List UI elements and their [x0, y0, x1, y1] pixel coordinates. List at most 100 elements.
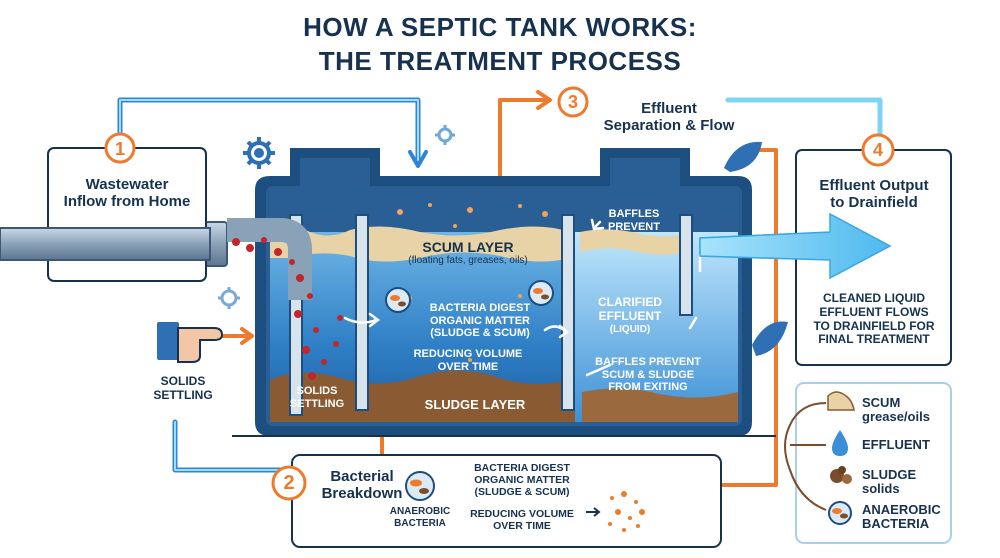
step-badge-2 — [271, 465, 307, 501]
drainfield-note: CLEANED LIQUID EFFLUENT FLOWS TO DRAINFI… — [800, 291, 948, 347]
title-line-2: THE TREATMENT PROCESS — [318, 46, 682, 76]
drainfield-note-line-2: EFFLUENT FLOWS — [819, 304, 929, 319]
step-1-label-line-2: Inflow from Home — [63, 193, 191, 211]
solids-settling-label: SOLIDS SETTLING — [143, 374, 223, 403]
tank-solids-line-1: SOLIDS — [296, 385, 338, 397]
tank-reducing-line-2: OVER TIME — [437, 360, 499, 373]
step-badge-3 — [557, 86, 589, 118]
bacteria-bubbles — [385, 280, 554, 313]
anaerobic-line-2: BACTERIA — [394, 517, 446, 529]
legend-sludge-label: SLUDGE solids — [862, 468, 916, 495]
clarified-line-3: (LIQUID) — [609, 323, 651, 335]
scum-layer-title: SCUM LAYER — [422, 239, 514, 255]
step-2-label: Bacterial Breakdown — [316, 468, 408, 503]
title-line-1: HOW A SEPTIC TANK WORKS: — [303, 12, 697, 42]
pointing-hand-icon — [157, 322, 224, 363]
step-number-2: 2 — [283, 472, 295, 494]
sludge-icon — [830, 466, 852, 484]
breakdown-digest-line-2: ORGANIC MATTER — [474, 474, 570, 487]
legend-scum-label: SCUM grease/oils — [862, 396, 930, 423]
tank-bacteria-line-2: ORGANIC MATTER — [429, 314, 530, 327]
step-3-label: Effluent Separation & Flow — [584, 100, 754, 135]
drainfield-note-line-3: TO DRAINFIELD FOR — [813, 318, 935, 333]
legend-connectors — [784, 402, 827, 511]
step-3-label-line-2: Separation & Flow — [603, 117, 735, 135]
scum-layer-subtitle: (floating fats, greases, oils) — [408, 255, 528, 267]
tank-bacteria-text: BACTERIA DIGEST ORGANIC MATTER (SLUDGE &… — [410, 302, 550, 340]
internal-flow-arrows — [343, 218, 698, 377]
leaf-icon — [724, 141, 788, 356]
scum-layer-band — [270, 226, 570, 262]
step-4-label: Effluent Output to Drainfield — [800, 177, 948, 212]
legend-effluent-label: EFFLUENT — [862, 437, 930, 452]
breakdown-reducing-line-1: REDUCING VOLUME — [470, 508, 574, 520]
step-2-label-line-2: Breakdown — [321, 485, 403, 503]
legend-sludge-line-1: SLUDGE — [862, 467, 917, 482]
scum-layer-label: SCUM LAYER (floating fats, greases, oils… — [376, 239, 560, 267]
baffles-top-label: BAFFLES PREVENT — [592, 208, 676, 233]
baffles-top-line-1: BAFFLES — [608, 208, 660, 220]
bacteria-icon — [405, 471, 435, 501]
particles-icon — [608, 491, 645, 532]
baffles-top-line-2: PREVENT — [608, 220, 660, 233]
breakdown-box — [291, 454, 722, 548]
solids-settling-line-1: SOLIDS — [160, 374, 206, 388]
drainfield-note-line-1: CLEANED LIQUID — [823, 291, 925, 305]
step-1-label: Wastewater Inflow from Home — [52, 176, 202, 211]
breakdown-digest-line-3: (SLUDGE & SCUM) — [474, 486, 570, 499]
drainfield-note-line-4: FINAL TREATMENT — [818, 332, 930, 347]
water-drop-icon — [832, 430, 848, 456]
baffles-bottom-line-1: BAFFLES PREVENT — [595, 356, 701, 368]
step-3-label-line-1: Effluent — [641, 100, 697, 117]
blue-flow-lines — [117, 97, 883, 473]
legend-bacteria-line-1: ANAEROBIC — [862, 502, 941, 517]
gear-icon — [243, 137, 275, 169]
sludge-layer-label: SLUDGE LAYER — [424, 397, 526, 412]
step-4-label-line-1: Effluent Output — [819, 177, 929, 194]
middle-baffle — [561, 214, 575, 411]
septic-tank — [232, 148, 776, 437]
solids-settling-line-2: SETTLING — [153, 387, 213, 402]
step-1-label-line-1: Wastewater — [85, 176, 169, 193]
legend-sludge-line-2: solids — [862, 480, 900, 496]
gear-icon-small — [435, 125, 455, 145]
legend-bacteria-label: ANAEROBIC BACTERIA — [862, 503, 941, 530]
step-badge-4 — [861, 133, 895, 167]
legend-scum-line-2: grease/oils — [862, 408, 930, 424]
sludge-layer-band — [270, 370, 575, 422]
inlet-baffle — [355, 214, 369, 411]
tank-bacteria-line-3: (SLUDGE & SCUM) — [430, 327, 530, 340]
scum-icon — [827, 391, 855, 411]
solids-particles — [232, 237, 343, 380]
outlet-baffle — [679, 214, 693, 316]
baffles-bottom-label: BAFFLES PREVENT SCUM & SLUDGE FROM EXITI… — [578, 356, 718, 394]
step-4-label-line-2: to Drainfield — [830, 194, 918, 212]
step-2-label-line-1: Bacterial — [330, 468, 394, 485]
breakdown-reducing-text: REDUCING VOLUME OVER TIME — [462, 508, 582, 532]
gear-icon-side — [218, 287, 240, 309]
baffles-bottom-line-3: FROM EXITING — [608, 381, 688, 394]
anaerobic-bacteria-label: ANAEROBIC BACTERIA — [380, 506, 460, 529]
legend-bacteria-icon — [828, 501, 852, 525]
breakdown-digest-line-1: BACTERIA DIGEST — [474, 462, 570, 474]
legend-bacteria-line-2: BACTERIA — [862, 515, 930, 531]
baffles-bottom-line-2: SCUM & SLUDGE — [601, 368, 695, 381]
clarified-line-2: EFFLUENT — [598, 308, 662, 323]
step-badge-1 — [104, 132, 136, 164]
clarified-effluent-label: CLARIFIED EFFLUENT (LIQUID) — [580, 295, 680, 335]
clarified-line-1: CLARIFIED — [598, 295, 662, 309]
breakdown-digest-text: BACTERIA DIGEST ORGANIC MATTER (SLUDGE &… — [462, 462, 582, 498]
anaerobic-line-1: ANAEROBIC — [389, 506, 451, 517]
tank-reducing-text: REDUCING VOLUME OVER TIME — [398, 348, 538, 373]
tank-reducing-line-1: REDUCING VOLUME — [413, 348, 523, 360]
tank-solids-line-2: SETTLING — [289, 397, 345, 410]
step-number-1: 1 — [114, 139, 125, 159]
tank-solids-settling-label: SOLIDS SETTLING — [282, 385, 352, 410]
step-number-4: 4 — [872, 140, 883, 160]
tank-bacteria-line-1: BACTERIA DIGEST — [429, 302, 531, 314]
step-number-3: 3 — [567, 92, 578, 112]
inflow-box — [47, 147, 207, 282]
arrow-right-icon — [586, 507, 601, 517]
